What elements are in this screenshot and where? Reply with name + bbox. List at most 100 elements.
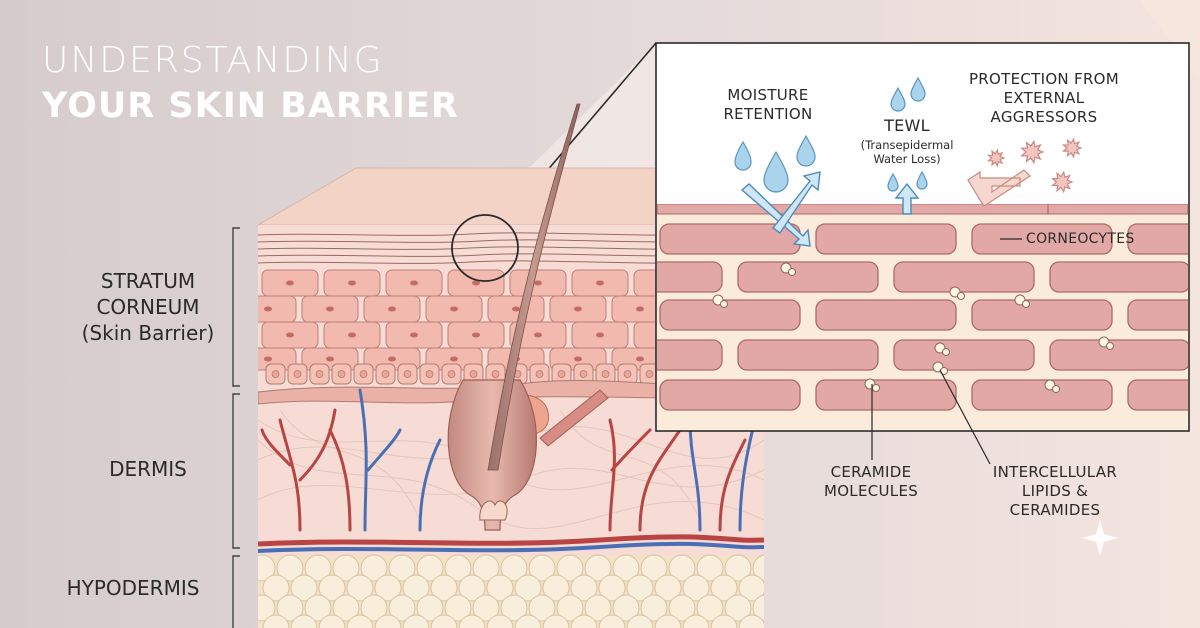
ceramide-label-line-2: MOLECULES bbox=[823, 482, 919, 500]
arteries bbox=[260, 408, 747, 532]
fat-cells bbox=[258, 554, 764, 628]
fat-cell bbox=[332, 554, 360, 582]
fat-cell bbox=[416, 554, 444, 582]
lipids-label-line-1: INTERCELLULAR bbox=[992, 463, 1118, 481]
fat-cell bbox=[304, 594, 332, 622]
ceramide-molecule bbox=[957, 292, 965, 300]
title-line-1: UNDERSTANDING bbox=[42, 40, 384, 81]
corneocyte-cell bbox=[971, 223, 1113, 255]
cell-nucleus bbox=[286, 332, 294, 338]
hair-bulb-papilla bbox=[479, 500, 508, 521]
fat-cell bbox=[724, 594, 752, 622]
cell-nucleus bbox=[410, 332, 418, 338]
fat-cell bbox=[514, 574, 542, 602]
fat-cell bbox=[584, 554, 612, 582]
cell-nucleus bbox=[535, 370, 544, 378]
water-drops bbox=[734, 76, 928, 193]
fat-cell bbox=[346, 614, 374, 628]
cell-nucleus bbox=[286, 280, 294, 286]
aggressor-particle bbox=[1051, 170, 1074, 194]
protection-label-line-2: EXTERNAL bbox=[1003, 89, 1085, 107]
aggressor-particle bbox=[1020, 139, 1045, 165]
cell-nucleus bbox=[636, 306, 644, 312]
fat-cell bbox=[752, 594, 764, 622]
corneocyte-cell bbox=[893, 261, 1035, 293]
cell-nucleus bbox=[469, 370, 478, 378]
protection-label-line-3: AGGRESSORS bbox=[990, 108, 1098, 126]
moisture-label-line-2: RETENTION bbox=[723, 105, 813, 123]
aggressor-particles bbox=[986, 137, 1083, 194]
fat-cell bbox=[290, 614, 318, 628]
fat-cell bbox=[416, 594, 444, 622]
vein-horizontal bbox=[258, 541, 764, 553]
cell-nucleus bbox=[388, 306, 396, 312]
fat-cell bbox=[304, 554, 332, 582]
corneocyte-cell bbox=[815, 299, 957, 331]
surface-cells bbox=[657, 204, 1188, 215]
hypodermis-label: HYPODERMIS bbox=[66, 576, 200, 600]
fat-cell bbox=[486, 574, 514, 602]
fat-cell bbox=[682, 614, 710, 628]
lipids-label-line-2: LIPIDS & bbox=[1021, 482, 1089, 500]
stratum-label-line-1: STRATUM bbox=[100, 269, 196, 293]
arrector-muscle bbox=[539, 389, 609, 447]
fat-cell bbox=[374, 614, 402, 628]
cell-nucleus bbox=[388, 356, 396, 362]
fat-cell bbox=[486, 614, 514, 628]
cell-nucleus bbox=[348, 332, 356, 338]
corneocyte-cell bbox=[1127, 223, 1188, 255]
artery-horizontal bbox=[258, 534, 764, 547]
fat-cell bbox=[290, 574, 318, 602]
fat-cell bbox=[556, 594, 584, 622]
tewl-sub-line-1: (Transepidermal bbox=[860, 138, 954, 152]
moisture-retention-label: MOISTURE RETENTION bbox=[708, 86, 828, 124]
protection-arrow bbox=[967, 169, 1031, 207]
fat-cell bbox=[710, 614, 738, 628]
corneocyte-cell bbox=[815, 379, 957, 411]
moisture-arrows bbox=[740, 171, 920, 247]
cell-nucleus bbox=[337, 370, 346, 378]
stratum-label-line-2: CORNEUM bbox=[96, 295, 200, 319]
fat-cell bbox=[570, 614, 598, 628]
corneocyte-cell bbox=[971, 379, 1113, 411]
cell-nucleus bbox=[534, 280, 542, 286]
cell-nucleus bbox=[574, 356, 582, 362]
corneocyte-cell bbox=[1049, 339, 1188, 371]
fat-cell bbox=[668, 554, 696, 582]
layer-brackets bbox=[232, 227, 240, 628]
tewl-sub-line-2: Water Loss) bbox=[873, 152, 941, 166]
fat-cell bbox=[500, 554, 528, 582]
cell-nucleus bbox=[450, 356, 458, 362]
hair-shaft bbox=[487, 103, 581, 471]
fat-cell bbox=[598, 574, 626, 602]
fat-cell bbox=[570, 574, 598, 602]
fat-cell bbox=[626, 574, 654, 602]
cell-nucleus bbox=[403, 370, 412, 378]
protection-label-line-1: PROTECTION FROM bbox=[968, 70, 1120, 88]
cell-nucleus bbox=[293, 370, 302, 378]
fat-cell bbox=[598, 614, 626, 628]
corneocyte-cell bbox=[737, 261, 879, 293]
cell-nucleus bbox=[596, 280, 604, 286]
fat-cell bbox=[458, 574, 486, 602]
fat-cell bbox=[724, 554, 752, 582]
fat-cell bbox=[360, 594, 388, 622]
magnifier-circle bbox=[451, 214, 519, 282]
cell-nucleus bbox=[450, 306, 458, 312]
fat-cell bbox=[654, 574, 682, 602]
cell-nucleus bbox=[410, 280, 418, 286]
fat-cell bbox=[752, 554, 764, 582]
fat-cell bbox=[738, 614, 764, 628]
veins bbox=[358, 388, 757, 532]
fat-cell bbox=[318, 574, 346, 602]
corneocyte-bricks bbox=[657, 223, 1188, 411]
fat-cell bbox=[556, 554, 584, 582]
fat-cell bbox=[332, 594, 360, 622]
fat-cell bbox=[402, 574, 430, 602]
corneocyte-cell bbox=[659, 299, 801, 331]
stratum-corneum-label: STRATUM CORNEUM (Skin Barrier) bbox=[58, 268, 238, 346]
corneocyte-cell bbox=[657, 261, 723, 293]
corneocyte-cell bbox=[971, 299, 1113, 331]
